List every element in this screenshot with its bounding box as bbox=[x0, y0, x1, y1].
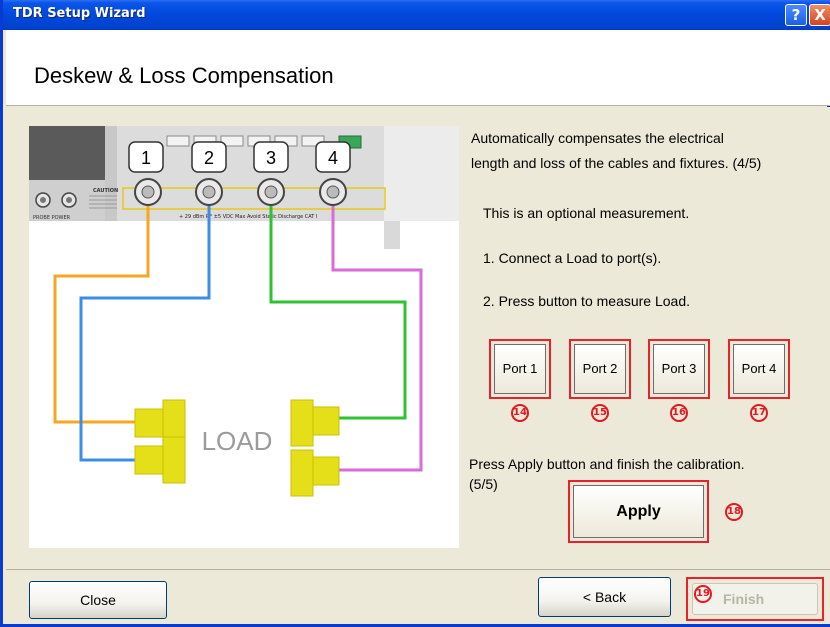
load-connector-body bbox=[134, 445, 164, 475]
marker-17: 17 bbox=[750, 404, 768, 422]
help-button[interactable]: ? bbox=[785, 4, 807, 26]
port-number-box bbox=[128, 141, 164, 173]
port-connectors bbox=[134, 178, 347, 206]
marker-18: 18 bbox=[725, 503, 743, 521]
cable-port1 bbox=[53, 192, 150, 424]
load-connectors-right bbox=[290, 399, 340, 497]
step2-text: 2. Press button to measure Load. bbox=[483, 293, 691, 309]
probe-power-pin bbox=[66, 197, 72, 203]
caution-label: CAUTION bbox=[93, 188, 118, 194]
instrument-key bbox=[301, 135, 325, 147]
description-line2: length and loss of the cables and fixtur… bbox=[471, 155, 762, 171]
instrument-side bbox=[384, 221, 400, 249]
window-title: TDR Setup Wizard bbox=[13, 6, 146, 21]
apply-button[interactable]: Apply bbox=[568, 480, 709, 543]
diagram-illustration: PROBE POWER CAUTION + 29 dBm RF ±5 VDC M… bbox=[29, 126, 459, 497]
header-panel: Deskew & Loss Compensation bbox=[6, 30, 830, 106]
cable-port3 bbox=[269, 192, 407, 420]
port-frame bbox=[122, 187, 386, 210]
instrument-key bbox=[166, 135, 190, 147]
port-number-box bbox=[191, 141, 227, 173]
load-connectors-left bbox=[134, 399, 186, 484]
step1-text: 1. Connect a Load to port(s). bbox=[483, 250, 662, 266]
apply-instruction: Press Apply button and finish the calibr… bbox=[469, 456, 745, 472]
connection-diagram: PROBE POWER CAUTION + 29 dBm RF ±5 VDC M… bbox=[29, 126, 459, 548]
warning-label: + 29 dBm RF ±5 VDC Max Avoid Static Disc… bbox=[179, 214, 317, 220]
port-connector-core bbox=[141, 185, 155, 199]
cable-port2 bbox=[79, 192, 211, 462]
window-close-button[interactable]: X bbox=[809, 4, 830, 26]
instrument-right-panel bbox=[384, 126, 459, 221]
port2-button-label[interactable]: Port 2 bbox=[574, 344, 626, 394]
port3-button[interactable]: Port 3 bbox=[648, 339, 710, 399]
marker-15: 15 bbox=[591, 404, 609, 422]
load-connector-head bbox=[290, 399, 314, 447]
cable-port4 bbox=[315, 192, 423, 472]
instrument-screen bbox=[29, 126, 105, 180]
port-number-box bbox=[253, 141, 289, 173]
description-line1: Automatically compensates the electrical bbox=[471, 130, 724, 146]
load-connector-body bbox=[312, 456, 340, 486]
help-icon: ? bbox=[791, 6, 801, 24]
load-connector-body bbox=[312, 406, 340, 436]
load-connector-head bbox=[162, 436, 186, 484]
probe-power-label: PROBE POWER bbox=[33, 215, 71, 221]
page-title: Deskew & Loss Compensation bbox=[34, 63, 334, 88]
instrument-divider bbox=[105, 126, 117, 221]
port1-button[interactable]: Port 1 bbox=[489, 339, 551, 399]
port-number-2: 2 bbox=[204, 148, 214, 168]
port-number-3: 3 bbox=[266, 148, 276, 168]
probe-power-pin bbox=[40, 197, 46, 203]
instrument-key bbox=[220, 135, 244, 147]
port-number-boxes: 1 2 3 4 bbox=[128, 141, 351, 173]
apply-step-indicator: (5/5) bbox=[469, 476, 498, 492]
apply-button-label[interactable]: Apply bbox=[573, 485, 704, 538]
port-number-1: 1 bbox=[141, 148, 151, 168]
back-button[interactable]: < Back bbox=[538, 577, 671, 617]
port1-button-label[interactable]: Port 1 bbox=[494, 344, 546, 394]
close-icon: X bbox=[814, 6, 826, 24]
port-connector-core bbox=[264, 185, 278, 199]
load-connector-head bbox=[290, 449, 314, 497]
finish-button-highlight: Finish 19 bbox=[686, 577, 824, 621]
finish-button-label: Finish bbox=[723, 591, 765, 607]
load-connector-body bbox=[134, 408, 164, 438]
port-connector-core bbox=[202, 185, 216, 199]
port3-button-label[interactable]: Port 3 bbox=[653, 344, 705, 394]
marker-14: 14 bbox=[511, 404, 529, 422]
finish-button[interactable]: Finish bbox=[692, 583, 818, 615]
close-button[interactable]: Close bbox=[29, 581, 167, 619]
port-number-4: 4 bbox=[328, 148, 338, 168]
port-connector-core bbox=[326, 185, 340, 199]
port2-button[interactable]: Port 2 bbox=[569, 339, 631, 399]
port4-button-label[interactable]: Port 4 bbox=[733, 344, 785, 394]
load-label: LOAD bbox=[202, 426, 273, 456]
marker-19: 19 bbox=[694, 585, 712, 603]
title-bar[interactable]: TDR Setup Wizard ? X bbox=[3, 0, 830, 30]
port4-button[interactable]: Port 4 bbox=[728, 339, 790, 399]
port-number-box bbox=[315, 141, 351, 173]
marker-16: 16 bbox=[670, 404, 688, 422]
optional-note: This is an optional measurement. bbox=[483, 205, 690, 221]
